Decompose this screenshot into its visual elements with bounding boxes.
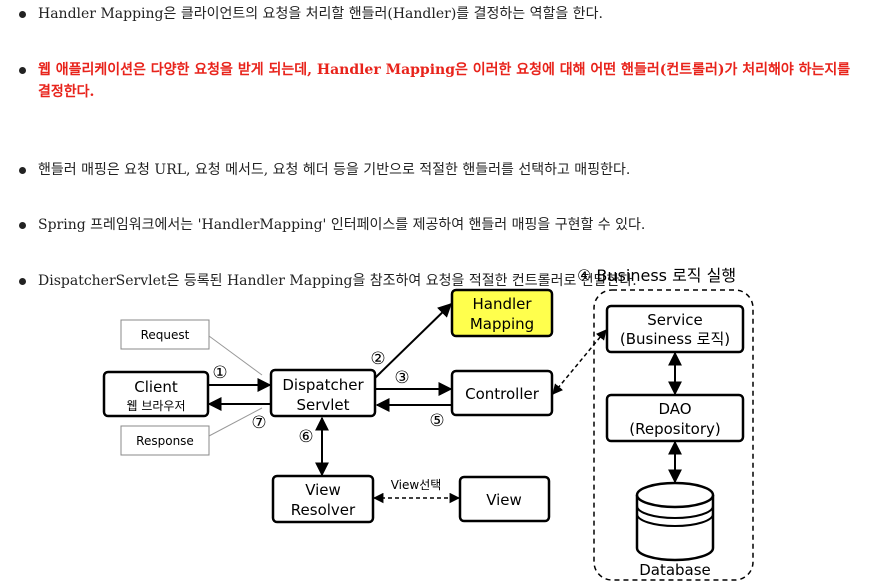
bullet-item: DispatcherServlet은 등록된 Handler Mapping을 …	[14, 270, 866, 292]
step-7-label: ⑦	[251, 413, 266, 433]
response-box	[120, 425, 210, 456]
arrow-controller-service	[552, 329, 607, 395]
view-resolver-subtitle: Resolver	[291, 501, 356, 519]
step-2-label: ②	[370, 349, 385, 369]
controller-label: Controller	[465, 385, 540, 403]
bullet-dot-icon	[19, 11, 26, 18]
request-callout-line	[208, 335, 263, 376]
client-title: Client	[134, 378, 178, 396]
bullet-text: 핸들러 매핑은 요청 URL, 요청 메서드, 요청 헤더 등을 기반으로 적절…	[38, 162, 631, 178]
bullet-item: Handler Mapping은 클라이언트의 요청을 처리할 핸들러(Hand…	[14, 3, 866, 25]
bullet-item-highlight: 웹 애플리케이션은 다양한 요청을 받게 되는데, Handler Mappin…	[14, 59, 866, 103]
response-label: Response	[136, 434, 194, 448]
handler-title: Handler	[472, 295, 532, 313]
response-callout-line	[208, 407, 263, 437]
view-select-label: View선택	[391, 478, 442, 492]
dao-title: DAO	[658, 400, 691, 418]
dispatcher-title: Dispatcher	[282, 376, 364, 394]
handler-subtitle: Mapping	[470, 315, 534, 333]
step-5-label: ⑤	[429, 411, 444, 431]
bullet-item: Spring 프레임워크에서는 'HandlerMapping' 인터페이스를 …	[14, 214, 866, 236]
service-title: Service	[647, 311, 702, 329]
bullet-list: Handler Mapping은 클라이언트의 요청을 처리할 핸들러(Hand…	[14, 0, 866, 289]
bullet-dot-icon	[19, 67, 26, 74]
business-area	[593, 289, 754, 581]
client-subtitle: 웹 브라우저	[126, 399, 185, 413]
bullet-text: 웹 애플리케이션은 다양한 요청을 받게 되는데, Handler Mappin…	[38, 62, 851, 100]
database-label: Database	[639, 561, 711, 579]
bullet-dot-icon	[19, 222, 26, 229]
view-label: View	[486, 491, 522, 509]
client-box	[102, 370, 210, 418]
dispatcher-subtitle: Servlet	[296, 396, 349, 414]
dao-subtitle: (Repository)	[629, 420, 720, 438]
business-title: ④ Business 로직 실행	[577, 266, 736, 285]
request-label: Request	[141, 328, 190, 342]
bullet-text: Handler Mapping은 클라이언트의 요청을 처리할 핸들러(Hand…	[38, 6, 603, 22]
service-subtitle: (Business 로직)	[620, 330, 730, 348]
database-icon	[635, 481, 715, 562]
dispatcher-servlet-box	[269, 368, 377, 418]
step-1-label: ①	[212, 363, 227, 383]
view-resolver-title: View	[305, 481, 341, 499]
step-3-label: ③	[394, 368, 409, 388]
step-6-label: ⑥	[298, 427, 313, 447]
bullet-text: DispatcherServlet은 등록된 Handler Mapping을 …	[38, 273, 637, 289]
bullet-dot-icon	[19, 167, 26, 174]
request-box	[120, 319, 210, 350]
bullet-dot-icon	[19, 278, 26, 285]
bullet-text: Spring 프레임워크에서는 'HandlerMapping' 인터페이스를 …	[38, 217, 646, 233]
bullet-item: 핸들러 매핑은 요청 URL, 요청 메서드, 요청 헤더 등을 기반으로 적절…	[14, 159, 866, 181]
arrow-handler-mapping	[374, 303, 453, 379]
